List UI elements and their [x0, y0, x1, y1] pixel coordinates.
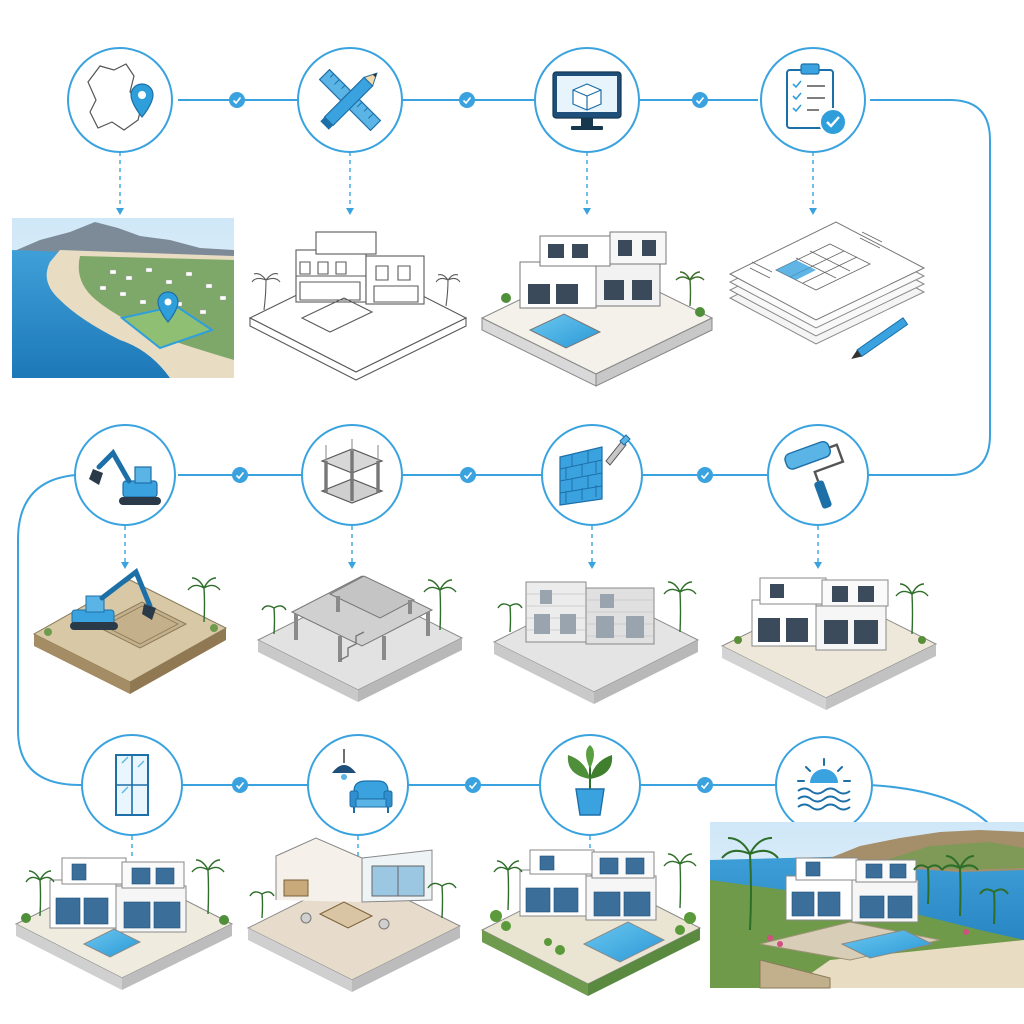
check-node: [697, 777, 713, 793]
check-node: [232, 777, 248, 793]
blueprint-documents: [728, 221, 926, 359]
drop-arrow-heads: [116, 208, 822, 569]
concrete-frame-icon: [320, 439, 384, 504]
excavator-icon: [89, 448, 161, 505]
step-finishing[interactable]: [767, 424, 869, 526]
check-nodes: [229, 92, 713, 793]
step-interior[interactable]: [307, 734, 409, 836]
step-excavation[interactable]: [74, 424, 176, 526]
landscaped-villa: [480, 849, 702, 996]
step-structure[interactable]: [301, 424, 403, 526]
connector-turn-left: [17, 474, 88, 786]
villa-with-windows: [14, 857, 234, 990]
check-node: [697, 467, 713, 483]
step-windows[interactable]: [81, 734, 183, 836]
step-site-selection[interactable]: [67, 47, 173, 153]
check-node: [692, 92, 708, 108]
check-node: [459, 92, 475, 108]
step-masonry[interactable]: [541, 424, 643, 526]
coastal-site-aerial: [12, 218, 235, 378]
check-node: [465, 777, 481, 793]
interior-cutaway: [246, 837, 462, 992]
connector-turn-right: [868, 99, 991, 476]
check-node: [229, 92, 245, 108]
potted-plant-icon: [567, 745, 613, 816]
clipboard-check-icon: [786, 63, 847, 136]
sun-sea-icon: [797, 758, 851, 811]
ruler-pencil-icon: [318, 68, 382, 132]
check-node: [232, 467, 248, 483]
concrete-frame: [256, 575, 464, 702]
window-icon: [115, 754, 149, 816]
step-permits[interactable]: [760, 47, 866, 153]
brick-wall-icon: [559, 434, 631, 506]
monitor-3d-icon: [552, 71, 622, 130]
villa-sketch: [248, 231, 468, 381]
masonry-walls: [492, 581, 700, 704]
lamp-armchair-icon: [332, 749, 393, 813]
check-node: [460, 467, 476, 483]
map-pin-icon: [87, 63, 154, 131]
connector-to-finish: [869, 784, 991, 826]
villa-3d-model: [480, 231, 714, 387]
step-design[interactable]: [297, 47, 403, 153]
plastered-villa: [720, 577, 938, 710]
step-3d-modeling[interactable]: [534, 47, 640, 153]
paint-roller-icon: [784, 440, 845, 509]
finished-seaside-villa: [710, 822, 1024, 989]
step-landscaping[interactable]: [539, 734, 641, 836]
step-completion[interactable]: [775, 736, 873, 834]
excavated-site: [32, 568, 228, 694]
